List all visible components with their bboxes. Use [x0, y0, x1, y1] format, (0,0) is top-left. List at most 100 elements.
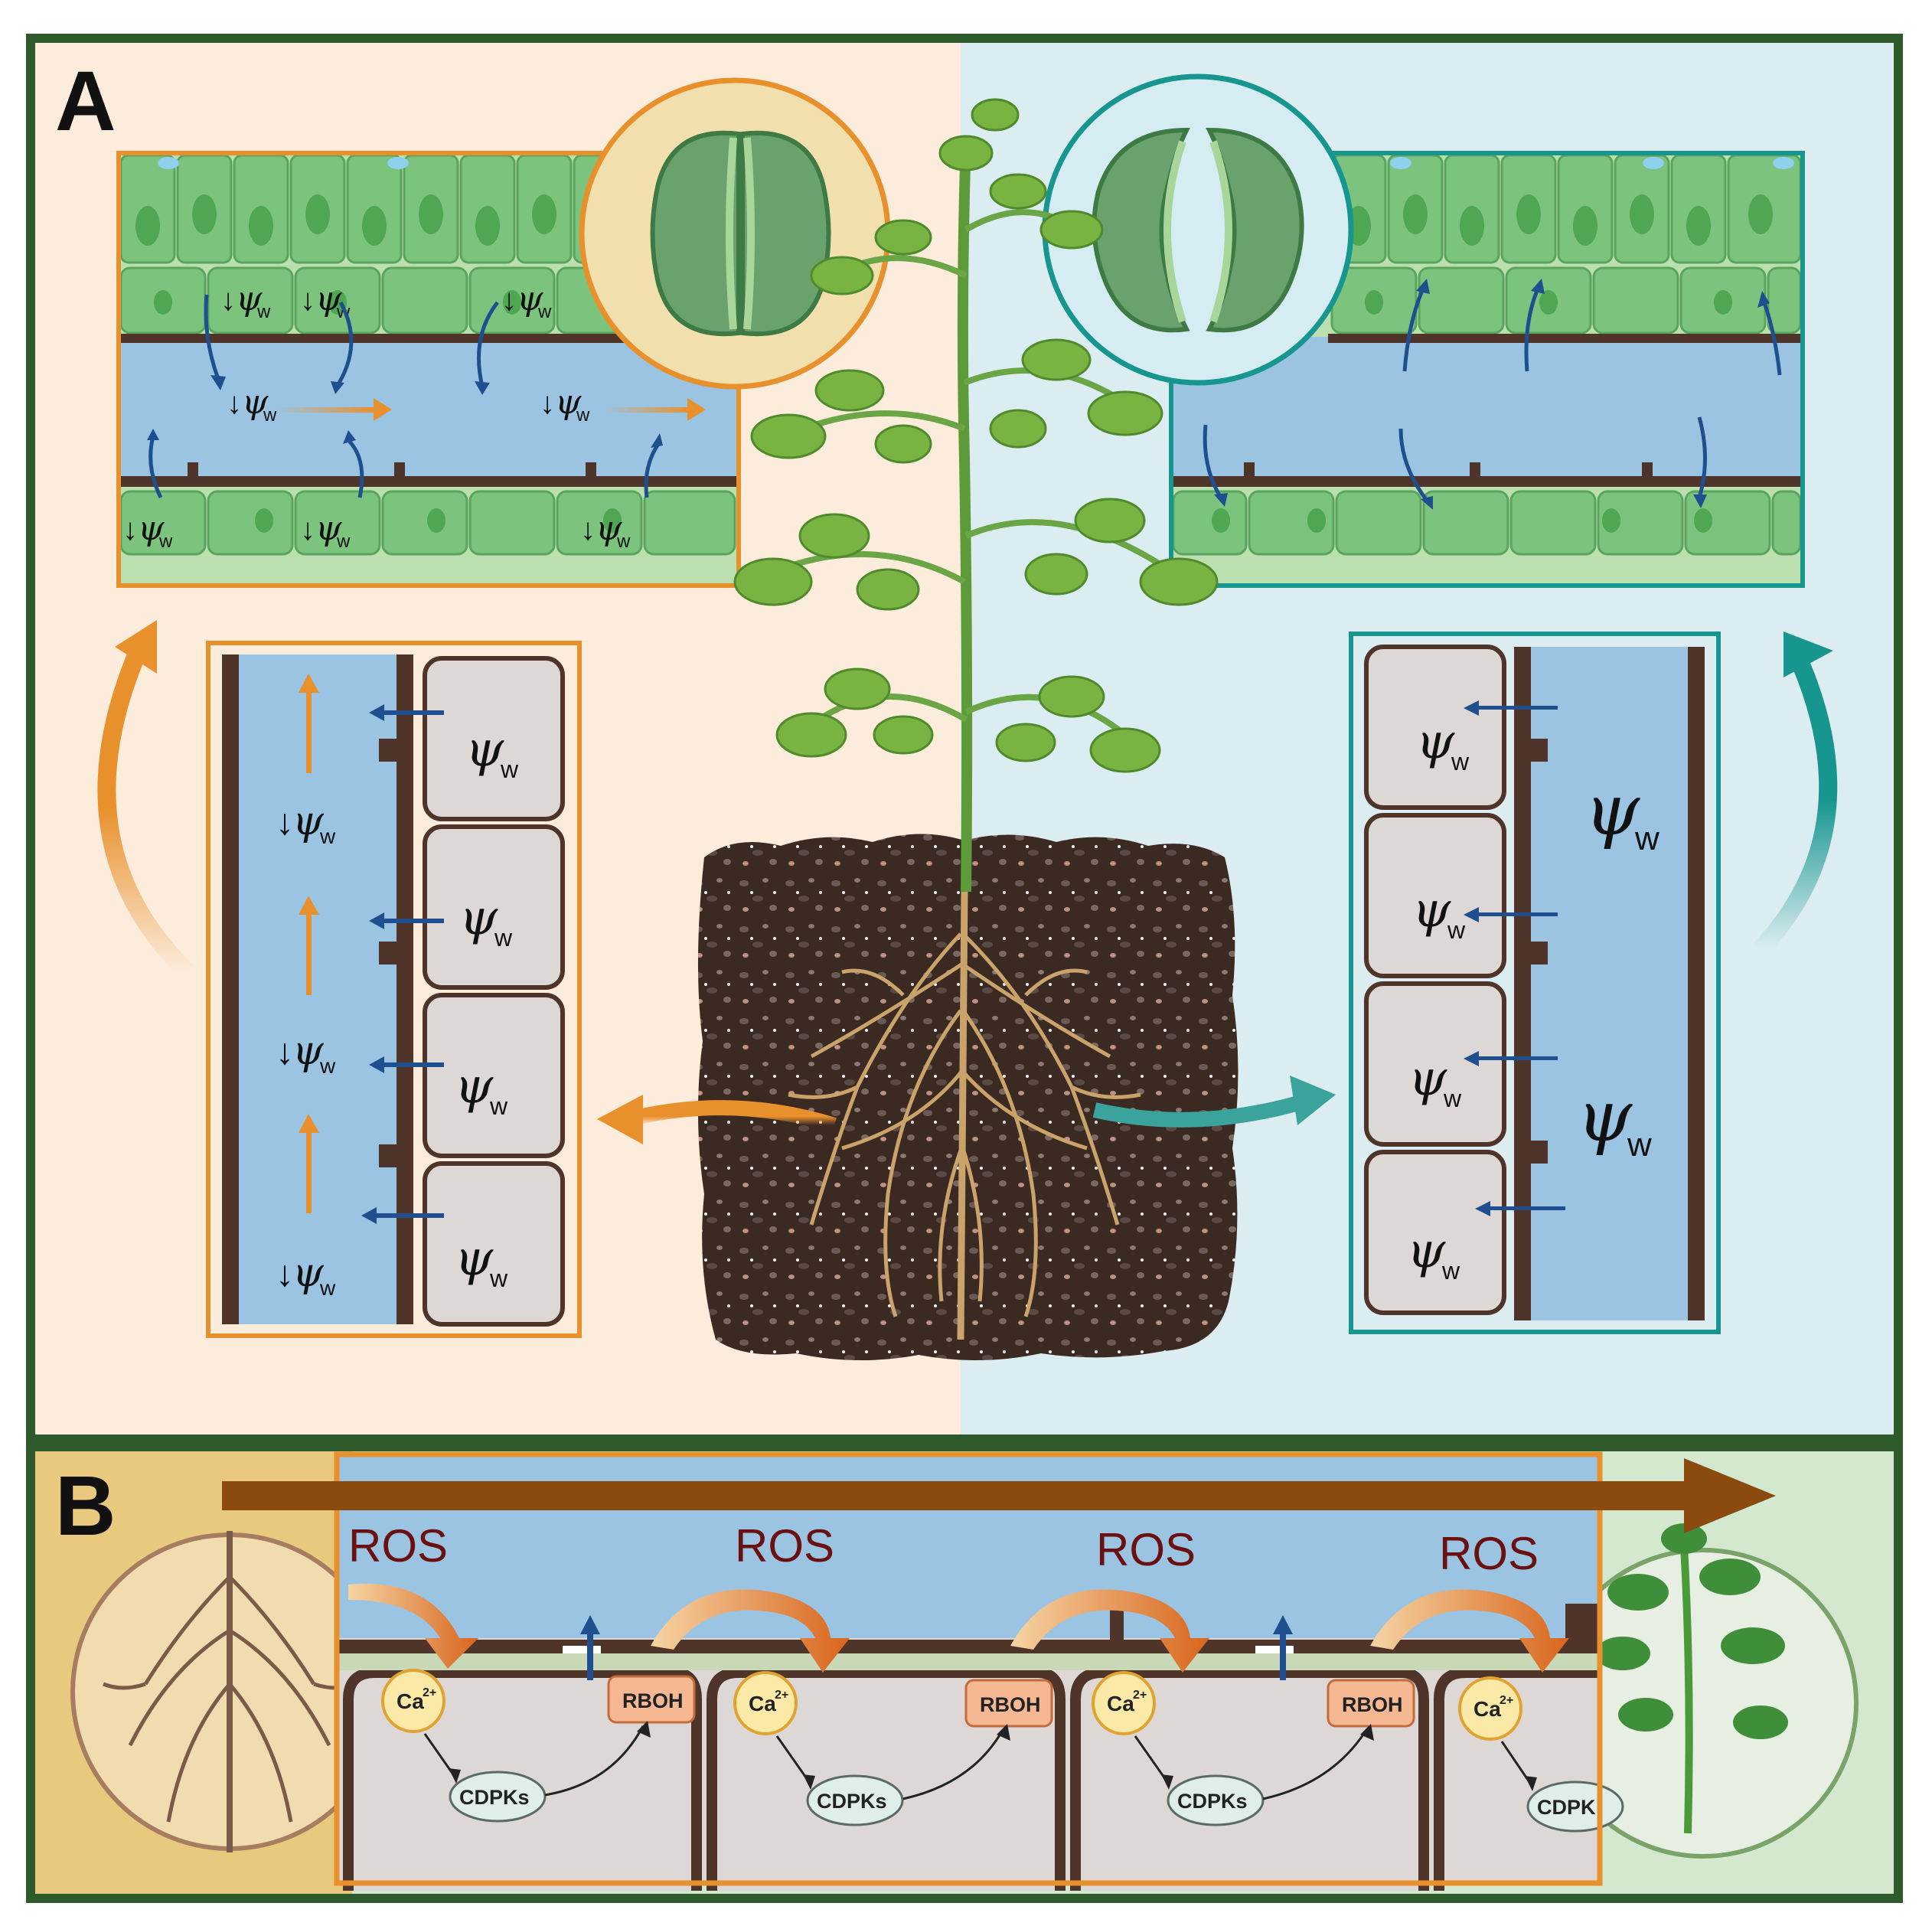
svg-text:ψ: ψ	[1416, 713, 1455, 770]
stem	[957, 137, 973, 893]
svg-text:CDPKs: CDPKs	[459, 1786, 530, 1809]
svg-text:2+: 2+	[775, 1689, 788, 1702]
svg-text:2+: 2+	[423, 1686, 436, 1699]
soil-arrow-watered	[1092, 1075, 1336, 1128]
palisade-cells-watered	[1330, 154, 1802, 264]
cell-psi-labels-watered: ψw ψw ψw ψw	[1407, 713, 1470, 1284]
vessel-wall	[337, 1640, 1600, 1653]
svg-text:ψ: ψ	[596, 509, 622, 548]
palisade-cells	[119, 154, 629, 264]
cell-psi-labels-drought: ψw ψw ψw ψw	[455, 721, 519, 1292]
svg-text:↓: ↓	[300, 513, 315, 547]
efflux-arrows-drought	[361, 704, 444, 1224]
svg-text:w: w	[1441, 1257, 1460, 1284]
svg-text:RBOH: RBOH	[1342, 1693, 1403, 1716]
svg-text:ψ: ψ	[455, 1058, 494, 1115]
svg-text:ψ: ψ	[517, 279, 543, 318]
soil-block	[697, 834, 1239, 1361]
svg-text:w: w	[1443, 1085, 1462, 1112]
svg-text:↓: ↓	[580, 513, 596, 547]
panel-b-label: B	[55, 1459, 116, 1553]
flow-arrowheads-drought	[147, 375, 663, 448]
parenchyma-cells-watered	[1364, 645, 1506, 1315]
shoot-inset	[1548, 1523, 1859, 1859]
svg-text:w: w	[489, 1265, 508, 1292]
root-to-shoot-arrow	[222, 1458, 1776, 1533]
svg-text:w: w	[1451, 748, 1470, 775]
panel-a: A	[26, 34, 1903, 1444]
lower-cells-watered	[1172, 490, 1802, 556]
svg-text:ψ: ψ	[465, 721, 504, 778]
stoma-open	[1042, 73, 1354, 386]
svg-text:↓: ↓	[227, 387, 242, 420]
ros-labels: ROS ROS ROS ROS	[348, 1520, 1539, 1579]
svg-text:ψ: ψ	[236, 279, 263, 318]
upward-flow-arrows-drought	[299, 674, 319, 1213]
svg-text:w: w	[616, 531, 631, 552]
xylem-panel-drought: ψw ψw ψw ψw ↓ψw ↓ψw ↓ψw	[206, 641, 582, 1338]
tomato-plant	[597, 98, 1336, 1361]
signaling-arrowheads	[449, 1721, 1537, 1791]
soil-arrow-drought	[597, 1095, 837, 1144]
rboh-enzymes: RBOH RBOH RBOH	[607, 1675, 1415, 1728]
mesophyll-row-watered	[1330, 266, 1802, 335]
xylem-panel-watered: ψw ψw ψw ψw ψw ψw	[1349, 632, 1721, 1334]
svg-text:↓: ↓	[300, 283, 315, 317]
svg-text:ψ: ψ	[242, 383, 269, 422]
svg-text:CDPKs: CDPKs	[817, 1790, 887, 1813]
svg-text:w: w	[319, 1276, 336, 1300]
flow-arrowheads-watered	[1214, 279, 1770, 510]
svg-text:Ca: Ca	[397, 1689, 424, 1713]
ros-label-3: ROS	[1096, 1524, 1196, 1575]
svg-text:ψ: ψ	[1577, 1075, 1633, 1157]
svg-text:Ca: Ca	[1473, 1697, 1501, 1721]
flow-arrows-drought	[148, 294, 661, 499]
svg-text:RBOH: RBOH	[980, 1693, 1041, 1716]
svg-text:w: w	[1627, 1126, 1652, 1164]
lower-cells	[119, 490, 736, 556]
panel-b: B	[26, 1442, 1903, 1903]
svg-text:↓: ↓	[501, 283, 517, 317]
svg-text:w: w	[336, 531, 351, 552]
root-inset	[70, 1531, 389, 1852]
ros-label-1: ROS	[348, 1520, 448, 1572]
influx-arrows-watered	[1464, 700, 1565, 1216]
svg-text:w: w	[494, 924, 513, 951]
svg-text:ψ: ψ	[1412, 882, 1451, 938]
vessel-psi-labels-watered: ψw ψw	[1577, 769, 1659, 1164]
svg-text:w: w	[576, 405, 590, 426]
svg-text:w: w	[1634, 820, 1659, 857]
panel-b-frame	[26, 1442, 1903, 1903]
svg-text:ψ: ψ	[315, 509, 342, 548]
svg-text:ψ: ψ	[292, 798, 325, 844]
svg-text:ψ: ψ	[459, 889, 498, 946]
roots	[788, 891, 1141, 1340]
signaling-section: ROS ROS ROS ROS Ca 2+ Ca 2+	[334, 1451, 1624, 1891]
stoma-closed	[579, 77, 891, 390]
svg-text:↓: ↓	[276, 802, 294, 843]
svg-text:ψ: ψ	[555, 383, 582, 422]
svg-text:ψ: ψ	[292, 1250, 325, 1296]
vessel-psi-labels-drought: ↓ψw ↓ψw ↓ψw	[276, 798, 336, 1300]
svg-text:w: w	[1447, 916, 1466, 944]
xylem-flow-arrows-drought	[276, 398, 706, 421]
svg-text:w: w	[158, 531, 173, 552]
ros-label-2: ROS	[735, 1520, 834, 1572]
leaf-section-drought: ↓ ψ w ↓ ψ w ↓ ψ w ↓ ψ w	[116, 151, 741, 588]
signaling-arrows	[423, 1725, 1531, 1800]
svg-text:ψ: ψ	[455, 1230, 494, 1287]
svg-text:↓: ↓	[276, 1032, 294, 1072]
svg-text:↓: ↓	[540, 387, 555, 420]
ros-arcs	[348, 1583, 1569, 1673]
svg-text:w: w	[500, 756, 519, 783]
ros-label-4: ROS	[1439, 1528, 1539, 1579]
curved-arrow-watered	[1754, 632, 1838, 956]
svg-text:ψ: ψ	[315, 279, 342, 318]
svg-text:↓: ↓	[220, 283, 236, 317]
svg-text:ψ: ψ	[1407, 1222, 1446, 1279]
svg-text:ψ: ψ	[138, 509, 165, 548]
svg-text:ψ: ψ	[1408, 1050, 1447, 1107]
svg-text:CDPK: CDPK	[1537, 1796, 1596, 1819]
curved-arrow-drought	[97, 620, 194, 979]
